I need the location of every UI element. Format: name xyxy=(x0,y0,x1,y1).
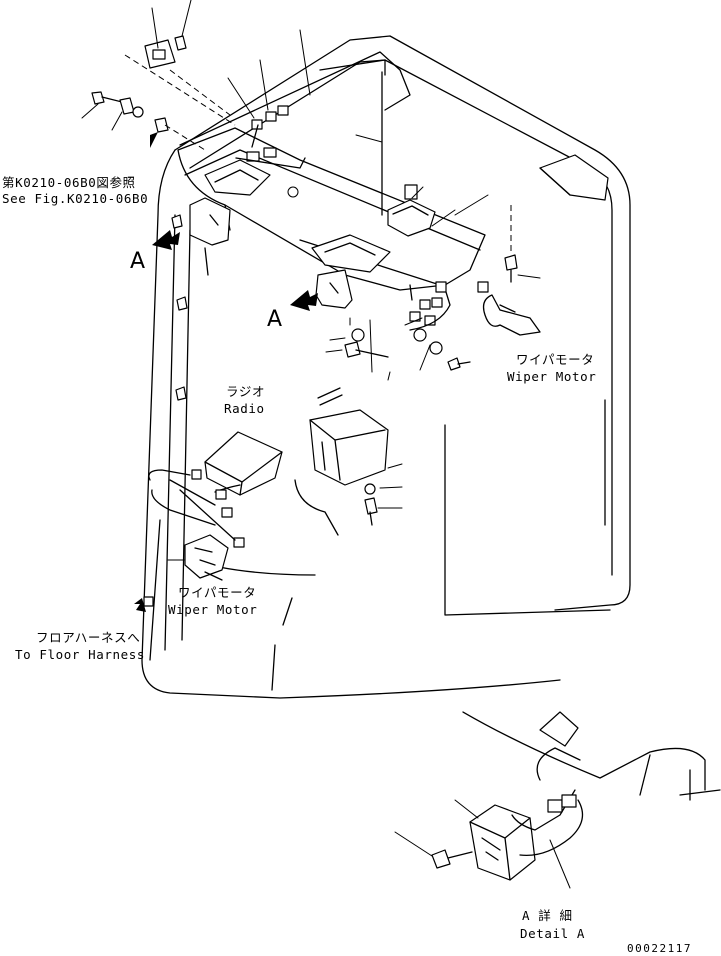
floor-harness-label-en: To Floor Harness xyxy=(15,647,146,662)
detail-a-label-en: Detail A xyxy=(520,926,586,941)
center-lamp xyxy=(315,269,353,309)
wiper-right-label-jp: ワイパモータ xyxy=(516,352,595,367)
room-lamp xyxy=(387,184,436,237)
cab-frame xyxy=(141,35,631,699)
view-a-center-label: A xyxy=(267,307,283,332)
radio-label-en: Radio xyxy=(224,401,265,416)
ref-label-en: See Fig.K0210-06B0 xyxy=(2,191,149,206)
detail-a-label-jp: A 詳 細 xyxy=(522,908,573,923)
switch-plate xyxy=(124,35,236,126)
detail-a-inset xyxy=(394,711,721,889)
radio-label-jp: ラジオ xyxy=(226,384,266,399)
drawing-number: 00022117 xyxy=(627,942,692,955)
center-fasteners xyxy=(317,319,389,406)
wiper-motor-left xyxy=(143,469,245,607)
wiper-motor-right xyxy=(409,205,541,371)
left-lamp xyxy=(189,197,231,276)
radio-unit xyxy=(204,431,283,496)
wiper-left-label-jp: ワイパモータ xyxy=(178,585,257,600)
roof-connectors xyxy=(235,105,306,169)
floor-harness-label-jp: フロアハーネスへ xyxy=(36,630,141,645)
center-wire xyxy=(294,479,339,536)
view-arrows xyxy=(134,132,318,612)
wiper-left-label-en: Wiper Motor xyxy=(168,602,258,617)
pillar-clips xyxy=(171,214,188,401)
bolt-group-left xyxy=(91,91,206,151)
view-a-left-label: A xyxy=(130,249,146,274)
mounting-bracket xyxy=(309,409,389,526)
leader-lines xyxy=(81,0,541,561)
roof-console xyxy=(177,127,609,301)
wiper-right-label-en: Wiper Motor xyxy=(507,369,597,384)
ref-label-jp: 第K0210-06B0図参照 xyxy=(2,175,136,190)
